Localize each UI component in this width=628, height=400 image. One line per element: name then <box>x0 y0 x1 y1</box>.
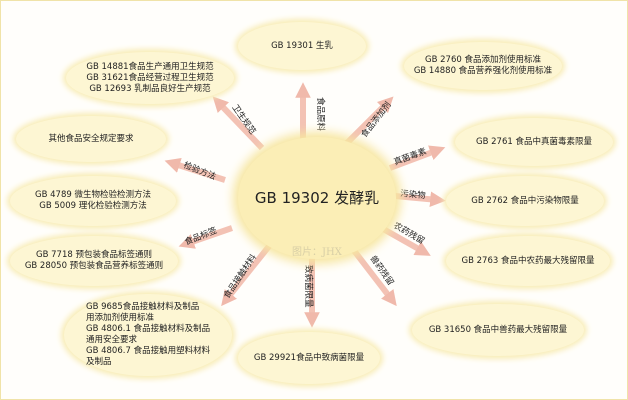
node-hygiene-line: GB 12693 乳制品良好生产规范 <box>89 83 211 94</box>
node-hygiene: GB 14881食品生产通用卫生规范 GB 31621食品经营过程卫生规范 GB… <box>66 52 234 104</box>
node-vet-drug-line: GB 31650 食品中兽药最大残留限量 <box>428 324 568 335</box>
arrow-label-test-method: 检验方法 <box>182 160 218 183</box>
center-node: GB 19302 发酵乳 图片：JHX <box>238 137 396 259</box>
node-raw-milk-line: GB 19301 生乳 <box>271 40 333 51</box>
arrow-label-mycotoxin: 真菌毒素 <box>392 146 428 168</box>
node-contaminant: GB 2762 食品中污染物限量 <box>446 176 604 226</box>
node-mycotoxin: GB 2761 食品中真菌毒素限量 <box>455 118 613 166</box>
arrow-hygiene <box>212 96 265 151</box>
node-mycotoxin-line: GB 2761 食品中真菌毒素限量 <box>476 136 592 147</box>
node-additives: GB 2760 食品添加剂使用标准 GB 14880 食品营养强化剂使用标准 <box>404 42 562 90</box>
center-title: GB 19302 发酵乳 <box>254 189 380 207</box>
node-contact-material-line: 用添加剂使用标准 <box>86 313 155 323</box>
node-contact-material-line: GB 4806.1 食品接触材料及制品 <box>86 324 211 334</box>
arrow-contact-material <box>221 243 273 307</box>
arrow-label-pathogen: 致病菌限量 <box>303 265 314 308</box>
arrow-label-contact-material: 食品接触材料 <box>221 252 259 301</box>
node-label: GB 7718 预包装食品标签通则 GB 28050 预包装食品营养标签通则 <box>10 236 178 286</box>
watermark: 图片：JHX <box>292 247 342 258</box>
node-additives-line: GB 14880 食品营养强化剂使用标准 <box>413 66 553 76</box>
arrow-contaminant <box>394 191 446 208</box>
arrow-mycotoxin <box>388 145 446 171</box>
node-contact-material-line: GB 4806.7 食品接触用塑料材料 <box>86 346 211 356</box>
node-test-method-line: GB 4789 微生物检验检测方法 <box>35 190 151 200</box>
node-contact-material-line: 及制品 <box>86 357 112 367</box>
node-other-requirements: 其他食品安全规定要求 <box>16 116 166 162</box>
arrow-test-method <box>164 157 226 183</box>
node-label-line: GB 7718 预包装食品标签通则 <box>36 250 152 260</box>
arrow-label-raw-material: 食品原料 <box>315 97 326 132</box>
arrow-label-additives: 食品添加剂 <box>359 100 394 140</box>
arrow-label <box>178 225 233 249</box>
arrow-label-contaminant: 污染物 <box>400 188 427 201</box>
arrow-pesticide <box>376 223 431 256</box>
node-hygiene-line: GB 31621食品经营过程卫生规范 <box>86 72 214 83</box>
node-pathogen-line: GB 29921食品中致病菌限量 <box>253 352 365 363</box>
node-pesticide-line: GB 2763 食品中农药最大残留限量 <box>461 255 595 266</box>
node-contact-material: GB 9685食品接触材料及制品 用添加剂使用标准 GB 4806.1 食品接触… <box>64 294 232 376</box>
arrow-vet-drug <box>349 246 397 307</box>
node-hygiene-line: GB 14881食品生产通用卫生规范 <box>86 61 214 72</box>
node-test-method-line: GB 5009 理化检验检测方法 <box>39 201 147 211</box>
arrow-additives <box>342 96 394 148</box>
arrow-label-label: 食品标签 <box>183 225 219 248</box>
node-pathogen: GB 29921食品中致病菌限量 <box>238 332 380 384</box>
node-contaminant-line: GB 2762 食品中污染物限量 <box>471 195 579 206</box>
node-label-line: GB 28050 预包装食品营养标签通则 <box>24 261 164 271</box>
node-raw-milk: GB 19301 生乳 <box>238 22 366 70</box>
node-contact-material-line: 通用安全要求 <box>86 335 138 345</box>
node-other-requirements-line: 其他食品安全规定要求 <box>48 133 134 144</box>
node-contact-material-line: GB 9685食品接触材料及制品 <box>86 302 200 312</box>
node-pesticide: GB 2763 食品中农药最大残留限量 <box>446 236 610 286</box>
node-vet-drug: GB 31650 食品中兽药最大残留限量 <box>412 304 584 356</box>
node-additives-line: GB 2760 食品添加剂使用标准 <box>425 55 541 65</box>
node-test-method: GB 4789 微生物检验检测方法 GB 5009 理化检验检测方法 <box>10 176 176 226</box>
